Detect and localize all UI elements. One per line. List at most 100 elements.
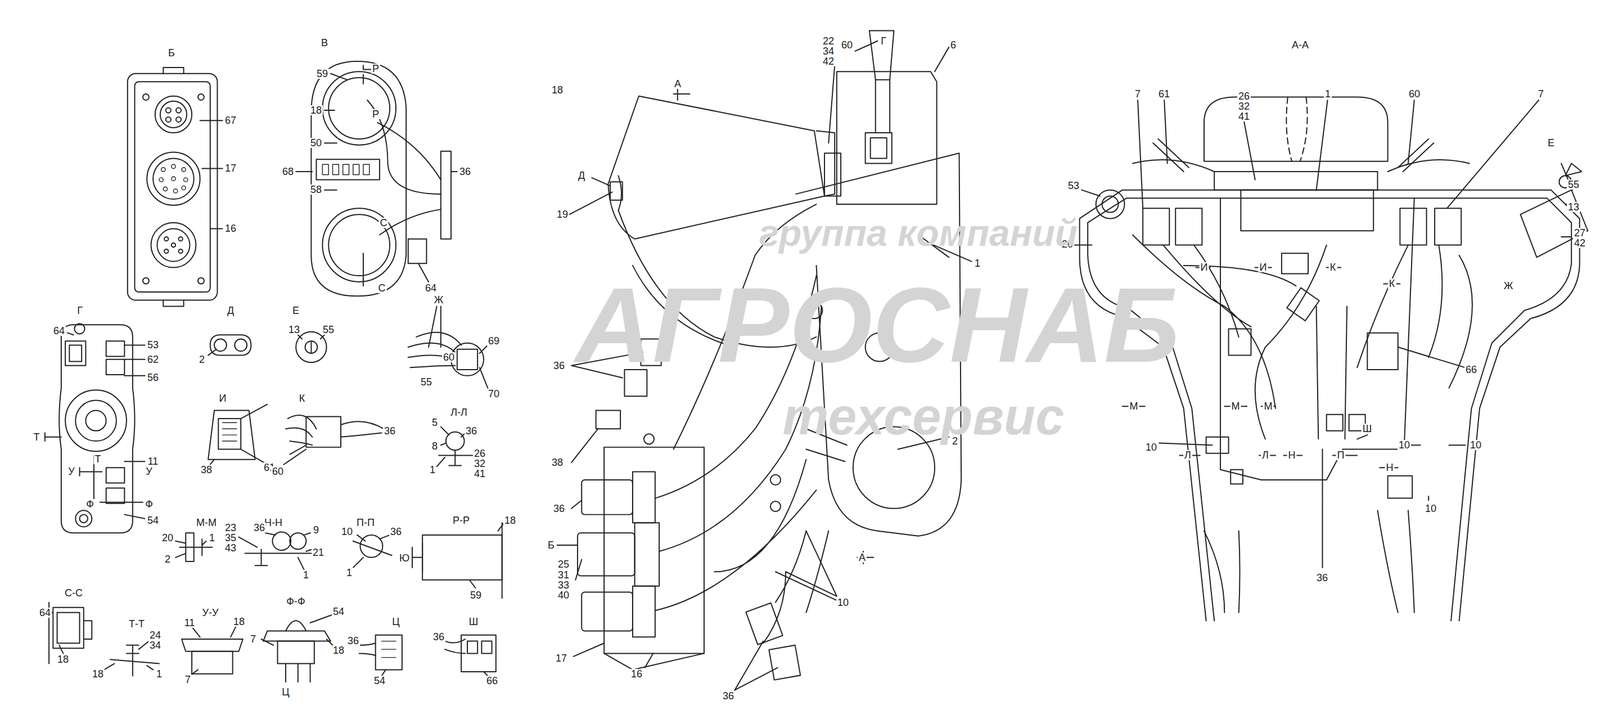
callout-label: 23	[223, 522, 238, 533]
callout-label: 62	[146, 354, 160, 365]
callout-label: 68	[281, 166, 295, 177]
callout-label: 18	[91, 668, 105, 679]
callout-label: 42	[1573, 237, 1587, 249]
callout-label: Т-Т	[127, 618, 146, 629]
callout-label: К	[1328, 262, 1338, 273]
callout-label: 6	[949, 39, 958, 51]
callout-label: 43	[223, 542, 238, 553]
callout-label: М	[1263, 400, 1274, 412]
callout-label: М	[1230, 400, 1242, 412]
callout-label: 18	[232, 616, 246, 627]
callout-label: 36	[389, 526, 403, 537]
callout-label: 32	[1237, 101, 1251, 112]
callout-label: 26	[472, 448, 487, 459]
callout-label: И	[218, 393, 228, 404]
callout-label: 10	[1423, 503, 1438, 514]
callout-label: 1	[345, 567, 354, 578]
callout-label: 1	[155, 668, 164, 679]
section-u-u	[181, 624, 243, 676]
callout-label: 36	[552, 503, 566, 514]
callout-label: 11	[146, 456, 160, 467]
callout-label: 35	[223, 532, 238, 543]
callout-label: 55	[321, 324, 336, 335]
callout-label: 27	[1573, 227, 1587, 238]
callout-label: 36	[346, 635, 360, 646]
callout-label: Б	[167, 47, 177, 58]
callout-label: Н-Н	[263, 517, 284, 528]
callout-label: Д	[577, 170, 587, 181]
callout-label: 10	[340, 526, 354, 537]
callout-label: 54	[146, 515, 160, 526]
callout-label: 36	[382, 425, 397, 436]
detail-d	[208, 334, 251, 355]
callout-label: 1	[428, 464, 437, 475]
callout-label: 11	[183, 617, 197, 628]
section-p-p	[353, 534, 392, 568]
callout-label: Е	[291, 305, 301, 316]
callout-label: И	[1258, 262, 1269, 273]
callout-label: 31	[556, 569, 571, 580]
callout-label: Ж	[433, 294, 445, 305]
detail-i	[208, 404, 268, 465]
callout-label: У	[144, 466, 153, 477]
callout-label: 19	[555, 209, 570, 220]
callout-label: Л	[1260, 449, 1270, 461]
callout-label: 66	[485, 675, 499, 686]
callout-label: Н	[1287, 449, 1297, 461]
callout-label: А-А	[1290, 39, 1310, 51]
callout-label: 9	[312, 524, 320, 535]
callout-label: 22	[821, 35, 836, 47]
callout-label: Д	[226, 305, 236, 316]
callout-label: А	[673, 78, 683, 89]
callout-label: 58	[309, 184, 323, 195]
callout-label: Ш	[1361, 423, 1374, 434]
detail-ts	[359, 634, 403, 676]
section-f-f	[260, 614, 335, 682]
callout-label: 59	[469, 589, 483, 601]
callout-label: 7	[1537, 88, 1545, 99]
callout-label: 17	[554, 652, 569, 664]
callout-label: 1	[208, 532, 216, 543]
callout-label: С-С	[63, 587, 84, 598]
watermark-text: техсервис	[782, 389, 1065, 444]
section-s-s	[48, 602, 92, 664]
callout-label: 36	[431, 631, 446, 642]
callout-label: 64	[52, 325, 66, 336]
callout-label: 34	[821, 46, 836, 57]
callout-label: 8	[430, 440, 439, 452]
callout-label: 10	[1468, 439, 1483, 450]
callout-label: 54	[331, 606, 346, 617]
callout-label: Ф-Ф	[285, 596, 306, 607]
callout-label: Н	[1385, 462, 1395, 473]
callout-label: 36	[721, 690, 736, 701]
callout-label: 17	[223, 163, 238, 174]
callout-label: 32	[472, 458, 487, 469]
callout-label: 18	[550, 84, 565, 96]
callout-label: 36	[464, 425, 479, 436]
callout-label: 40	[556, 589, 571, 601]
detail-sh	[444, 634, 497, 676]
callout-label: 56	[146, 372, 160, 383]
callout-label: 16	[223, 223, 238, 234]
callout-label: 70	[487, 388, 501, 399]
detail-zh	[408, 305, 489, 388]
callout-label: Е	[1546, 137, 1556, 148]
callout-label: 55	[1566, 179, 1581, 190]
callout-label: 1	[302, 569, 310, 580]
callout-label: 41	[1237, 111, 1251, 122]
callout-label: 7	[249, 633, 258, 644]
callout-label: 50	[309, 137, 323, 148]
callout-label: Р-Р	[451, 515, 471, 526]
watermark-text: группа компаний	[759, 213, 1078, 253]
callout-label: К	[1387, 278, 1397, 289]
callout-label: У-У	[201, 607, 220, 618]
callout-label: 10	[1144, 442, 1158, 453]
connector-plate-view	[127, 67, 223, 307]
callout-label: 16	[629, 668, 644, 679]
callout-label: М-М	[195, 517, 218, 528]
callout-label: К	[298, 393, 307, 404]
callout-label: Б	[546, 539, 556, 551]
callout-label: С	[377, 282, 387, 294]
callout-label: 55	[419, 376, 434, 387]
